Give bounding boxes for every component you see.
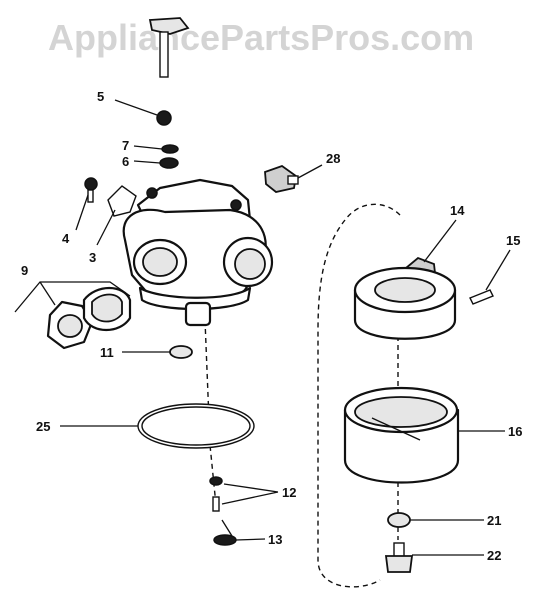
callout-4: 4 [62,231,70,246]
float-ring [353,266,457,340]
part-7-washer [161,144,179,154]
leader-5 [114,99,158,116]
callout-3: 3 [89,250,96,265]
part-3-gasket [107,185,137,217]
part-28-fuel-fitting [264,164,299,193]
carburetor-body [122,178,274,327]
callout-7: 7 [122,138,129,153]
callout-28: 28 [326,151,340,166]
part-9-cover-assembly [46,287,132,350]
part-12-pin [212,496,220,512]
part-4-screw [84,177,98,203]
part-15-float-pin [469,289,494,305]
callout-9: 9 [21,263,28,278]
part-16-float-bowl [343,386,460,484]
callout-13: 13 [268,532,282,547]
leader-4 [75,194,89,231]
callout-22: 22 [487,548,501,563]
part-13-spring [213,534,237,546]
callout-14: 14 [450,203,465,218]
part-5-primer-fitting [148,17,190,126]
callout-11: 11 [100,345,114,360]
leader-12 [221,483,279,505]
callout-5: 5 [97,89,104,104]
leader-13 [221,519,266,541]
leader-3 [96,209,116,246]
callout-21: 21 [487,513,501,528]
callout-16: 16 [508,424,522,439]
part-6-seal [159,157,179,169]
part-25-o-ring [137,403,255,449]
part-11-gasket [169,345,193,359]
callout-15: 15 [506,233,520,248]
callout-6: 6 [122,154,129,169]
callout-12: 12 [282,485,296,500]
watermark-text: AppliancePartsPros.com [48,17,474,58]
leader-28 [297,164,323,179]
part-21-bowl-gasket [387,512,411,528]
part-12-washer [209,476,223,486]
leader-6 [133,160,161,164]
part-22-bowl-screw [384,542,414,573]
callout-25: 25 [36,419,50,434]
leader-9-bracket [14,281,131,313]
leader-7 [133,145,163,150]
fuel-line-path [317,203,401,588]
leader-15 [485,249,511,291]
leader-14 [423,219,457,263]
